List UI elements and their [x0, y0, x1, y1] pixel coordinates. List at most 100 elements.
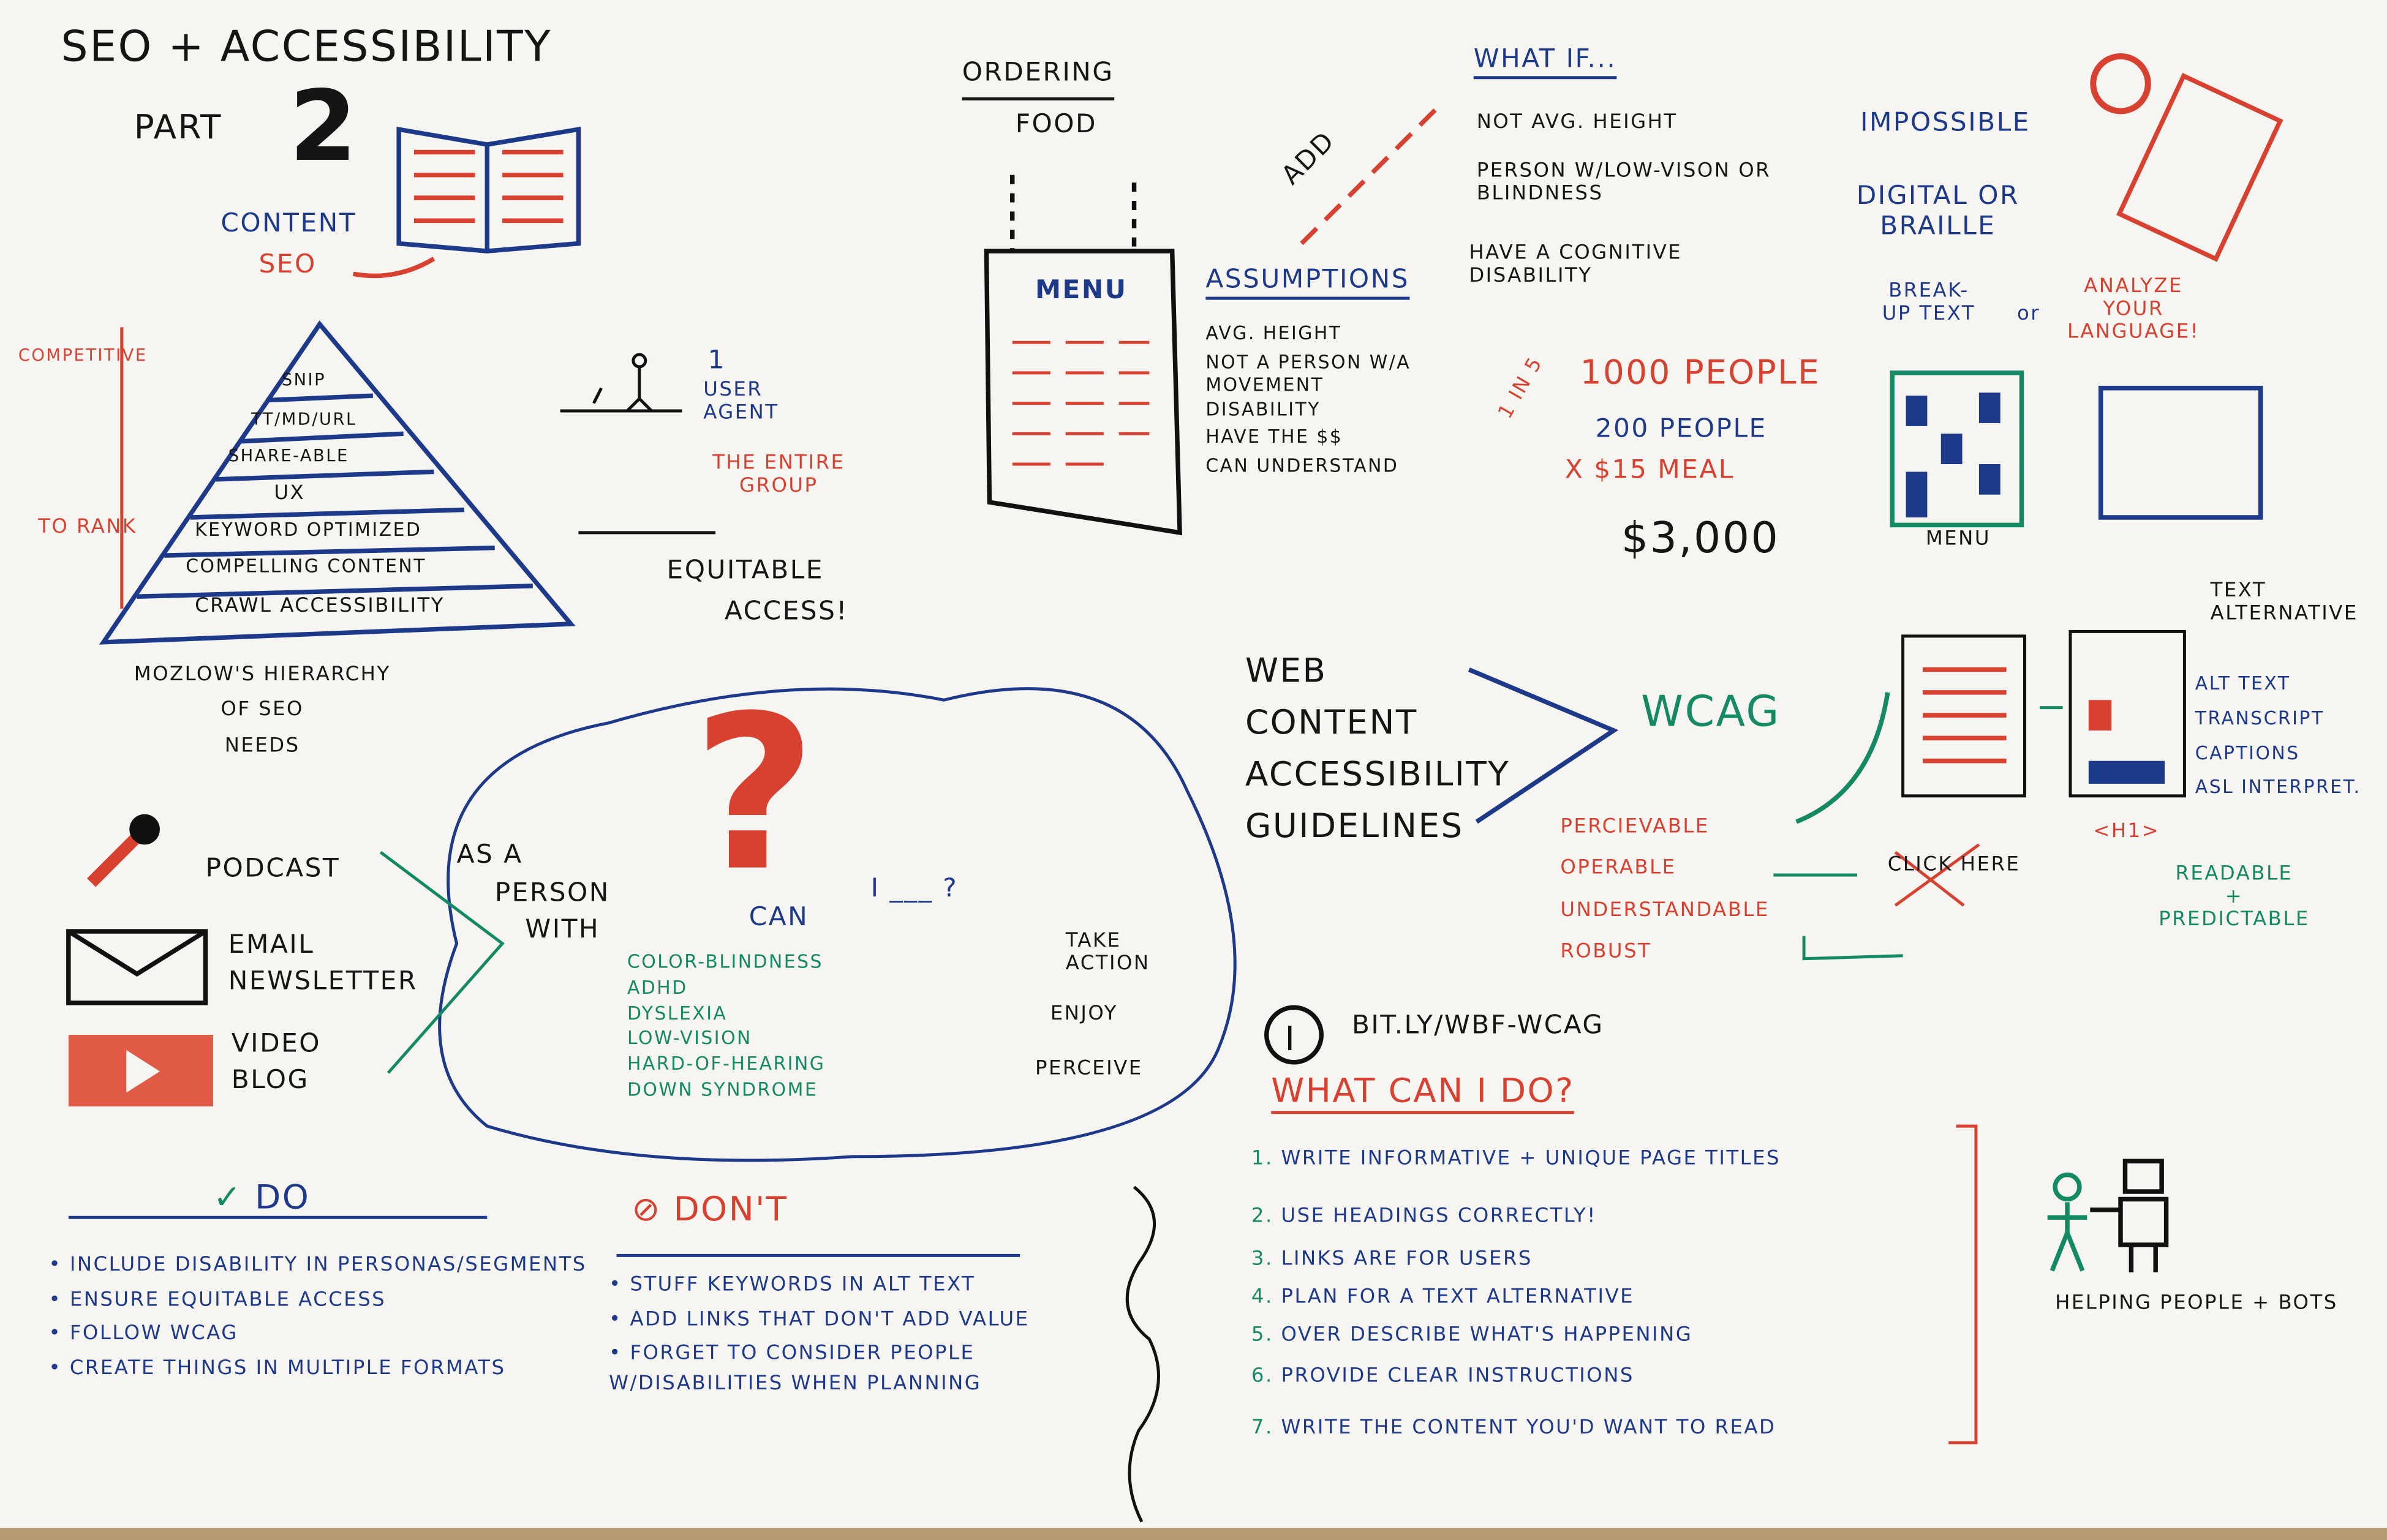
list-item: 3. Links are for users — [1251, 1247, 1533, 1271]
subset-people: 200 People — [1595, 414, 1767, 445]
pour-operable: Operable — [1560, 857, 1676, 881]
question-mark-icon: ? — [693, 670, 816, 918]
list-item: • Create things in multiple formats — [48, 1356, 506, 1380]
result-impossible: Impossible — [1860, 108, 2031, 139]
what-if-item: Have a cognitive disability — [1469, 242, 1683, 288]
menu-grid-icon — [1890, 370, 2024, 528]
wcag-acronym: WCAG — [1641, 686, 1781, 737]
channel-email: Email Newsletter — [228, 930, 418, 997]
list-item: Color-blindness — [627, 951, 823, 973]
pyramid-diagram — [99, 320, 576, 645]
list-item: • Follow WCAG — [48, 1322, 238, 1346]
do-title: ✓ Do — [213, 1179, 311, 1218]
pyramid-level: SNIP — [281, 369, 326, 390]
part-label: Part — [134, 109, 222, 148]
menu-board-icon — [984, 175, 1182, 536]
conditions-list: Color-blindnessADHDDyslexiaLow-visionHar… — [627, 951, 826, 1106]
user-agent-label: UserAgent — [703, 378, 779, 425]
dont-list: • Stuff keywords in alt text • Add links … — [609, 1271, 1111, 1403]
list-item: Alt Text — [2195, 672, 2291, 694]
list-item: • Ensure equitable access — [48, 1288, 387, 1312]
pyramid-level: Keyword Optimized — [195, 519, 422, 541]
pyramid-level: Compelling Content — [186, 555, 426, 577]
pour-perceivable: Percievable — [1560, 816, 1710, 839]
phone-icon — [2116, 73, 2283, 262]
menu-grid-label: Menu — [1925, 528, 1991, 551]
list-item: Transcript — [2195, 707, 2325, 729]
list-item: 5. Over describe what's happening — [1251, 1324, 1693, 1347]
list-item: 2. Use headings correctly! — [1251, 1205, 1597, 1228]
analyze-language: Analyzeyourlanguage! — [2067, 275, 2200, 344]
do-list: • Include disability in personas/segment… — [49, 1251, 587, 1388]
assumptions-list: Avg. HeightNot a person w/a movement dis… — [1205, 323, 1419, 483]
verb-enjoy: Enjoy — [1050, 1002, 1118, 1026]
list-item: • Forget to consider people w/disabiliti… — [609, 1342, 982, 1395]
what-if-item: Person w/low-vison or blindness — [1476, 159, 1771, 206]
list-item: • Add links that don't add value — [609, 1308, 1030, 1331]
thought-bubble — [438, 687, 1237, 1162]
list-item: Can understand — [1205, 455, 1399, 476]
list-item: 6. Provide clear instructions — [1251, 1365, 1634, 1388]
list-item: 4. Plan for a text alternative — [1251, 1286, 1635, 1309]
what-if-item: Not Avg. Height — [1476, 111, 1678, 134]
info-icon — [1264, 1005, 1324, 1065]
list-item: • Stuff keywords in alt text — [609, 1274, 976, 1297]
assumptions-title: Assumptions — [1205, 266, 1410, 299]
channel-video: Video Blog — [231, 1029, 322, 1095]
ordering-food-title: OrderingFood — [962, 49, 1114, 151]
menu-label: Menu — [1035, 275, 1128, 306]
microphone-icon — [87, 814, 160, 887]
page-media-icon — [2068, 629, 2186, 798]
list-item: Dyslexia — [627, 1002, 728, 1024]
axis-label-bottom: To Rank — [38, 516, 137, 539]
can-label: Can — [749, 902, 809, 933]
i-blank-label: I ___ ? — [870, 873, 959, 904]
list-item: Avg. Height — [1205, 322, 1342, 344]
verb-take-action: Take Action — [1065, 930, 1150, 975]
pyramid-level: TT/MD/URL — [251, 409, 357, 429]
entire-group-label: The EntireGroup — [712, 452, 845, 498]
part-number: 2 — [289, 71, 359, 184]
list-item: Have the $$ — [1205, 426, 1343, 448]
result-digital: Digital or Braille — [1856, 181, 2019, 242]
result-break-up: Break-up Text — [1882, 280, 1975, 326]
person-icon — [2047, 1172, 2087, 1272]
list-item: 1. Write informative + unique page title… — [1251, 1147, 1781, 1171]
or-label: or — [2017, 302, 2041, 326]
user-count: 1 — [707, 345, 726, 376]
bracket-lines — [379, 851, 505, 1074]
text-alternative-title: TextAlternative — [2210, 579, 2358, 626]
as-a-person: As aPersonwith — [456, 839, 610, 946]
what-can-i-do-title: What can I do? — [1271, 1073, 1575, 1114]
math-result: $3,000 — [1621, 513, 1780, 563]
svg-text:i: i — [1285, 1019, 1295, 1058]
multiplier: x $15 Meal — [1564, 455, 1735, 486]
wcag-link[interactable]: bit.ly/wbf-wcag — [1351, 1010, 1604, 1041]
list-item: ASL Interpret. — [2195, 776, 2361, 798]
h1-tag: <H1> — [2093, 820, 2160, 843]
document-edit-icon — [2098, 386, 2263, 520]
no-icon — [2090, 53, 2151, 115]
pyramid-level: Share-able — [228, 446, 349, 466]
strike-icon — [1894, 843, 1980, 907]
wcag-full-name: WebContentAccessibilityGuidelines — [1245, 653, 1510, 847]
equitable-access: EquitableAccess! — [666, 555, 848, 628]
arrow-icon — [352, 257, 436, 279]
pour-robust: Robust — [1560, 940, 1652, 963]
add-arrow-icon — [1300, 105, 1441, 246]
list-item: • Include disability in personas/segment… — [48, 1253, 587, 1277]
people-icon — [560, 353, 716, 535]
pyramid-caption: Mozlow's Hierarchyof SEONeeds — [134, 663, 391, 758]
click-here-example: Click Here — [1887, 854, 2021, 877]
pour-understandable: Understandable — [1560, 898, 1770, 922]
list-item: ADHD — [627, 977, 688, 998]
content-label: Content — [221, 208, 357, 239]
list-item: Not a person w/a movement disability — [1205, 351, 1411, 420]
text-alternative-list: Alt TextTranscriptCaptionsASL Interpret. — [2195, 667, 2361, 806]
total-people: 1000 People — [1580, 355, 1821, 393]
seo-label: SEO — [258, 249, 317, 280]
dont-title: ⊘ Don't — [632, 1191, 788, 1230]
list-item: Hard-of-hearing — [627, 1053, 826, 1075]
